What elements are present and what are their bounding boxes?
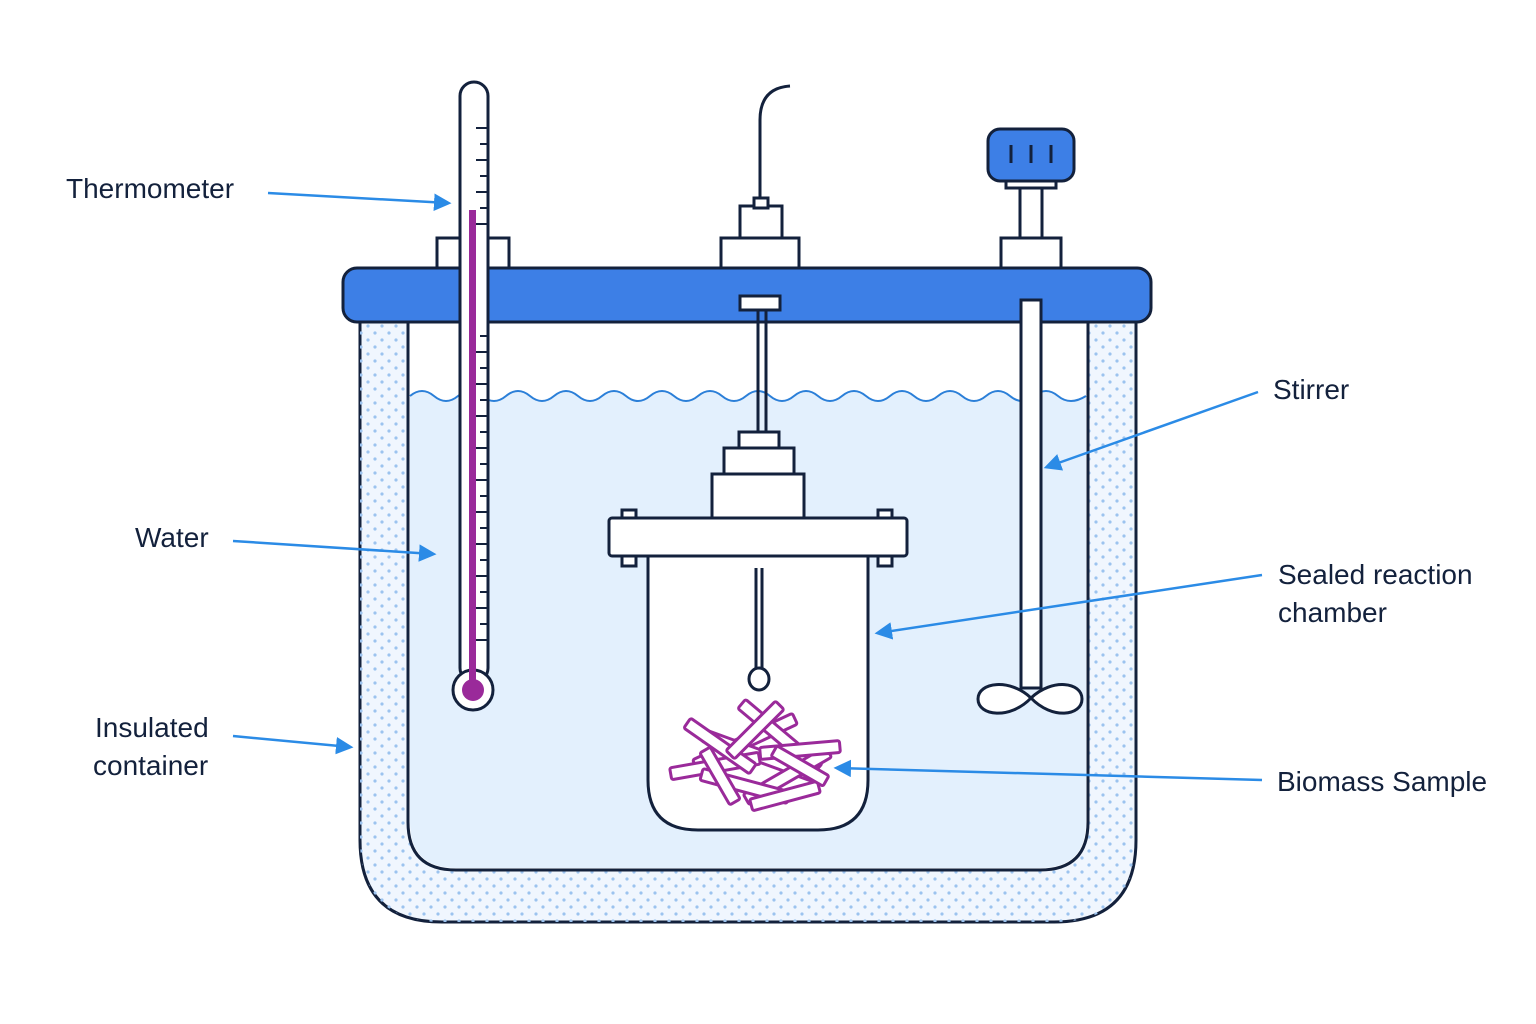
- arrow-water: [232, 539, 437, 562]
- stirrer: [976, 127, 1084, 715]
- label-stirrer: Stirrer: [1273, 374, 1349, 405]
- leader-arrows: [232, 191, 1263, 782]
- label-insulated-container-line1: Insulated: [95, 712, 209, 743]
- water-surface: [409, 390, 1087, 402]
- biomass-sample: [668, 698, 842, 812]
- label-sealed-reaction-chamber-line1: Sealed reaction: [1278, 559, 1473, 590]
- arrow-thermometer: [267, 191, 452, 211]
- propeller-icon: [976, 683, 1084, 715]
- label-insulated-container-line2: container: [93, 750, 208, 781]
- stirrer-knob-icon: [986, 127, 1076, 183]
- label-biomass-sample: Biomass Sample: [1277, 766, 1487, 797]
- label-thermometer: Thermometer: [66, 173, 234, 204]
- arrow-biomass-sample: [833, 759, 1263, 782]
- label-sealed-reaction-chamber-line2: chamber: [1278, 597, 1387, 628]
- probe-cable-icon: [738, 84, 791, 432]
- arrow-stirrer: [1043, 390, 1259, 471]
- labels: Thermometer Water Insulated container St…: [66, 173, 1487, 797]
- arrow-sealed-reaction-chamber: [874, 573, 1263, 640]
- thermometer-icon: [451, 80, 495, 712]
- label-water: Water: [135, 522, 209, 553]
- thermometer-scale: [476, 127, 488, 641]
- arrow-insulated-container: [232, 734, 354, 755]
